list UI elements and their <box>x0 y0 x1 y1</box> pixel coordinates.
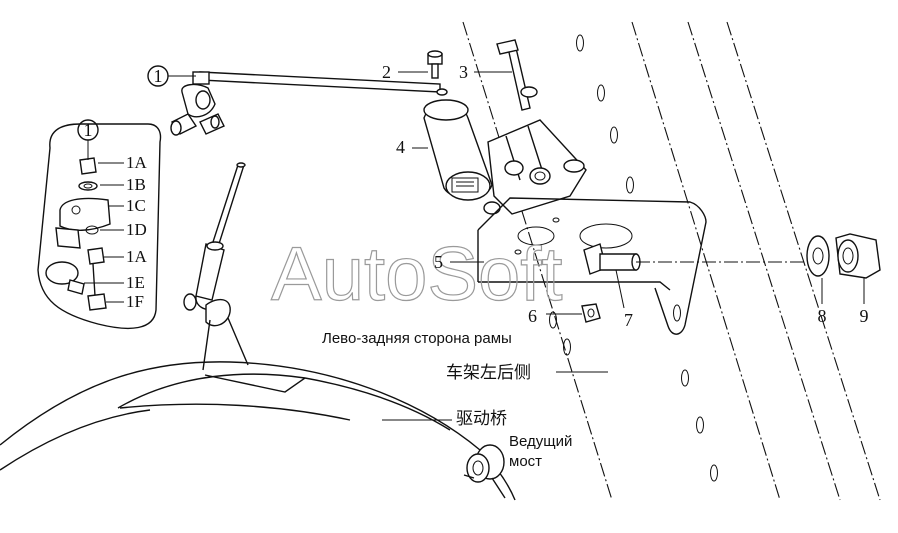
axle-label-ru-line2: мост <box>509 453 542 470</box>
height-valve-body <box>423 88 587 215</box>
callout-6: 6 <box>528 306 537 326</box>
nut-6 <box>581 303 601 323</box>
detail-bracket-1c <box>55 197 111 249</box>
frame-holes <box>549 34 718 482</box>
axle-label-cn: 驱动桥 <box>456 409 507 429</box>
callout-8: 8 <box>818 306 827 326</box>
callout-5: 5 <box>434 252 443 272</box>
detail-washer-1b <box>78 181 98 191</box>
nut-9 <box>835 233 881 279</box>
frame-label-ru: Лево-задняя сторона рамы <box>322 330 512 347</box>
detail-clamp-1e <box>45 261 85 295</box>
callout-1-detail-text: 1 <box>84 120 93 140</box>
detail-label-1f: 1F <box>126 292 144 311</box>
callout-2: 2 <box>382 62 391 82</box>
callout-9: 9 <box>860 306 869 326</box>
linkage-rod <box>183 162 249 371</box>
bolt-3 <box>496 39 538 111</box>
bolt-7 <box>583 243 641 275</box>
detail-label-1a-bottom: 1A <box>126 247 148 266</box>
callout-circle-1: 1 <box>147 65 196 87</box>
callout-7: 7 <box>624 310 633 330</box>
frame-label-cn: 车架左后侧 <box>446 363 531 383</box>
valve-lever <box>170 71 441 136</box>
drive-axle <box>0 361 516 501</box>
mounting-bracket <box>477 197 707 335</box>
detail-label-1b: 1B <box>126 175 146 194</box>
frame-rail <box>462 21 881 501</box>
detail-label-1a-top: 1A <box>126 153 148 172</box>
callout-3: 3 <box>459 62 468 82</box>
detail-label-1d: 1D <box>126 220 147 239</box>
detail-label-1e: 1E <box>126 273 145 292</box>
callout-1-text: 1 <box>154 66 163 86</box>
detail-nut-1a-bottom <box>87 247 105 265</box>
detail-label-1c: 1C <box>126 196 146 215</box>
axle-bushing <box>463 444 506 499</box>
detail-nut-1a-top <box>79 157 97 175</box>
detail-panel-1 <box>37 123 162 330</box>
axle-label-ru-line1: Ведущий <box>509 433 572 450</box>
washer-8 <box>806 235 830 277</box>
detail-bolt-1f <box>87 293 107 311</box>
bolt-2 <box>427 50 443 79</box>
callout-4: 4 <box>396 137 405 157</box>
watermark: AutoSoft <box>271 232 563 317</box>
callout-circle-1-detail: 1 <box>77 119 99 160</box>
